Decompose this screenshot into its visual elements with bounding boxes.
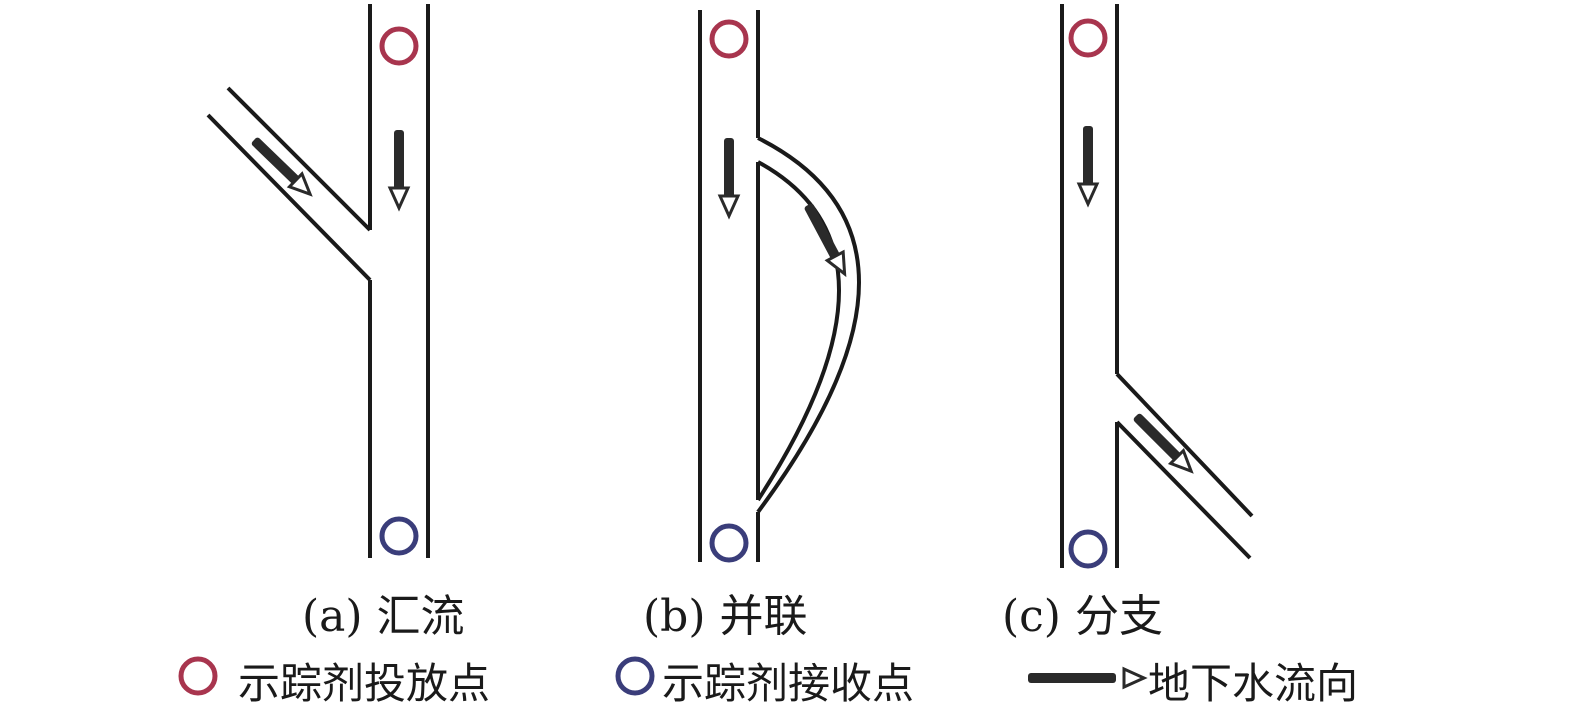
- panel-b-receiving-point: [709, 523, 749, 563]
- panel-c-main-flow-arrow: [1077, 124, 1099, 206]
- red-circle-icon: [178, 656, 218, 696]
- panel-c-branch-upper-wall: [1115, 372, 1254, 518]
- blue-circle-icon: [615, 656, 655, 696]
- panel-a-main-flow-arrow: [388, 128, 410, 210]
- panel-a-caption: (a) 汇流: [302, 591, 465, 642]
- panel-a-receiving-point: [379, 516, 419, 556]
- panel-b-injection-point: [709, 19, 749, 59]
- panel-c-branch: [1060, 4, 1254, 568]
- panel-b-caption: (b) 并联: [643, 591, 808, 642]
- panel-a-injection-point: [379, 26, 419, 66]
- panel-b-main-flow-arrow: [718, 136, 740, 218]
- panel-a-confluence: [206, 4, 430, 558]
- panel-a-tributary-upper-wall: [226, 86, 372, 232]
- panel-c-caption: (c) 分支: [1002, 591, 1163, 642]
- legend-flow-label: 地下水流向: [1148, 659, 1359, 708]
- legend-receiving-label: 示踪剂接收点: [662, 659, 915, 708]
- panel-b-parallel: [698, 10, 861, 562]
- panel-c-receiving-point: [1068, 529, 1108, 569]
- panel-b-outer-arc: [756, 136, 861, 514]
- panel-c-injection-point: [1068, 18, 1108, 58]
- panel-b-branch-flow-arrow: [798, 199, 855, 280]
- panel-b-inner-arc: [756, 160, 841, 502]
- arrow-right-icon: [1028, 666, 1148, 690]
- panel-a-tributary-lower-wall: [206, 113, 372, 282]
- legend-injection-label: 示踪剂投放点: [238, 659, 491, 708]
- panel-c-branch-lower-wall: [1115, 420, 1252, 560]
